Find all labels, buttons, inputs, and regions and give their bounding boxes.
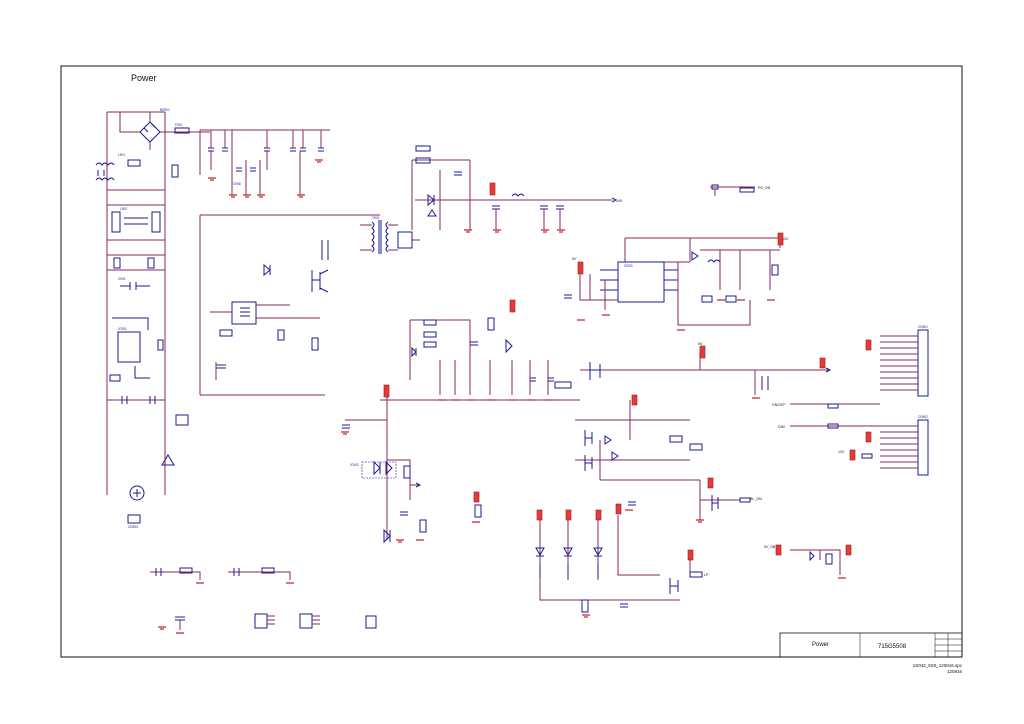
- fuse-label: F901: [175, 123, 182, 127]
- bulk-capacitor-bank: C908: [199, 129, 330, 195]
- net-label-bl-on: BL_ON: [750, 497, 762, 501]
- regulator-12v-section: IC903 5V 12V: [564, 232, 789, 326]
- flyback-controller-section: [199, 214, 380, 396]
- title-block: Power 715G5508 1S042_5S0_120816.spc 1208…: [779, 632, 963, 674]
- pfc-controller-ic: [117, 331, 141, 363]
- net-5v-connector-b: [699, 345, 706, 359]
- bridge-label: BD901: [160, 108, 170, 112]
- net-label-on-off: ON/OFF: [772, 403, 786, 407]
- net-label-24v: 24V: [616, 199, 623, 203]
- photocoupler-ic: [361, 461, 397, 479]
- net-label-ps-on: PS_ON: [758, 186, 771, 190]
- dc-dc-regulator-ic: [617, 261, 665, 303]
- net-label-5v-b: 5V: [698, 342, 703, 346]
- net-label-12v-a: 12V: [782, 237, 789, 241]
- net-label-5v-a: 5V: [572, 257, 577, 261]
- fuse-symbol: [174, 127, 190, 134]
- pfc-ic-label: IC901: [118, 327, 127, 331]
- xcap-label: C901: [118, 277, 126, 281]
- ground-symbols: [158, 159, 846, 634]
- bulk-cap-label: C908: [233, 182, 241, 186]
- main-transformer: T901: [360, 216, 420, 254]
- net-label-12v-b: 12V: [838, 450, 845, 454]
- ac-input-section: BD901 F901 L901 L902 C901 IC901: [95, 108, 210, 529]
- bridge-rectifier-symbol: [139, 121, 161, 143]
- photocoupler-section: IC902: [342, 384, 482, 544]
- net-label-5v-sb: 5V_SB: [764, 545, 776, 549]
- mosfet-q901: [311, 269, 329, 293]
- lcd-connector: [917, 419, 929, 476]
- transformer-label: T901: [372, 216, 379, 220]
- main-connector-label: CN901: [918, 325, 928, 329]
- misc-subcircuits: 5V_SB: [150, 544, 852, 630]
- ac-inlet-symbol: [129, 485, 145, 501]
- protection-circuit: BL_ON: [575, 394, 762, 520]
- net-24v-connector: [489, 182, 496, 196]
- secondary-24v: 24V PS_ON: [411, 145, 771, 230]
- net-5v-connector-a: [577, 261, 584, 275]
- photocoupler-label: IC902: [350, 463, 359, 467]
- led-driver-section: LP: [535, 503, 709, 613]
- title-block-file: 1S042_5S0_120816.spc: [913, 663, 963, 668]
- common-mode-choke-2: L902: [111, 207, 161, 233]
- sheet-border: [60, 65, 963, 658]
- output-connectors: CN901 CN902 ON/OFF DIM 12V: [772, 325, 929, 476]
- lcd-connector-label: CN902: [918, 415, 928, 419]
- title-block-model: 715G5508: [878, 644, 907, 650]
- choke2-label: L902: [120, 207, 127, 211]
- title-block-name: Power: [812, 642, 829, 648]
- common-mode-choke-1: L901: [95, 153, 125, 181]
- regulator-label: IC903: [624, 264, 633, 268]
- title-block-date: 120816: [947, 669, 963, 674]
- net-label-lp: LP: [704, 573, 709, 577]
- net-label-dim: DIM: [778, 425, 785, 429]
- ac-inlet-label: CN903: [128, 525, 138, 529]
- pwm-controller-ic: [231, 301, 257, 325]
- sheet-title: Power: [131, 73, 157, 83]
- choke1-label: L901: [118, 153, 125, 157]
- main-connector: [917, 329, 929, 397]
